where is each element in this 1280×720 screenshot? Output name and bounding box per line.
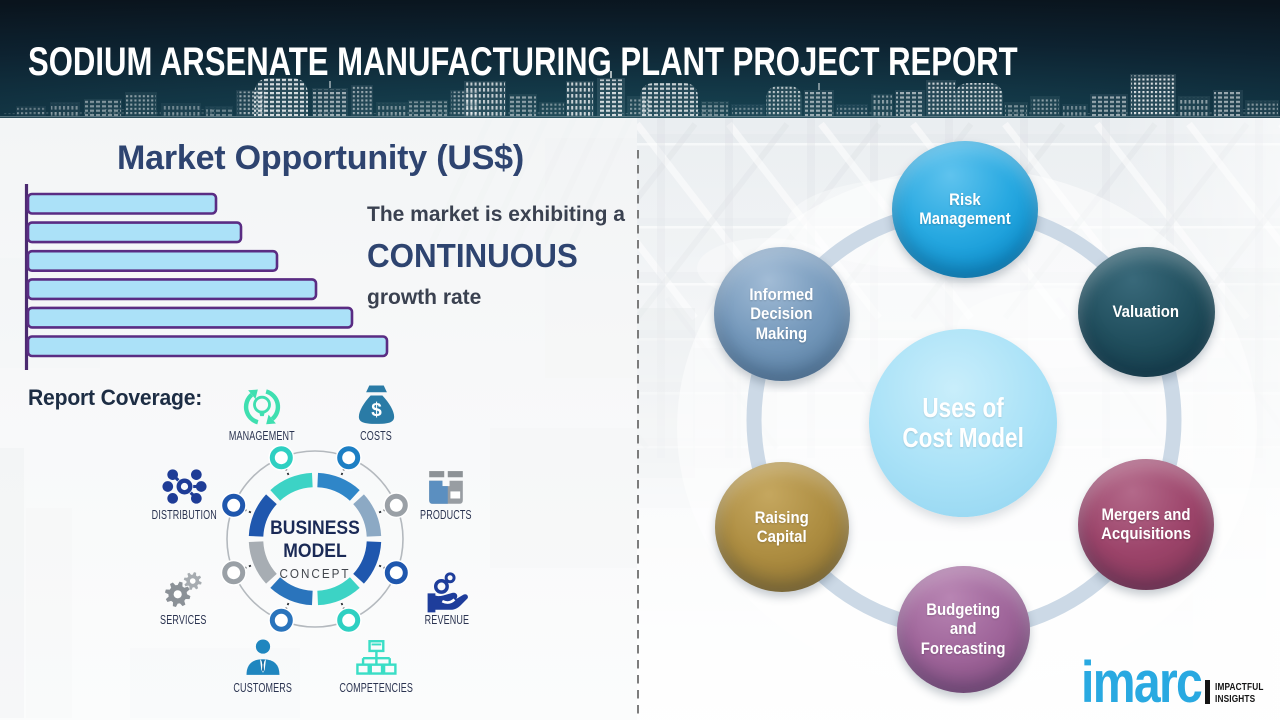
distribution-icon [161,469,207,504]
statement-line-2: CONTINUOUS [367,237,578,274]
management-icon [243,389,281,425]
cost-model-circle-valuation: Valuation [1077,247,1215,377]
coverage-item-competencies: COMPETENCIES [316,638,436,695]
business-model-title-line2: MODEL [283,540,347,562]
statement-line-3: growth rate [367,286,482,309]
customers-icon [246,639,280,675]
coverage-item-products: PRODUCTS [386,464,506,522]
coverage-label-services: SERVICES [159,613,207,627]
coverage-item-customers: CUSTOMERS [203,636,323,695]
statement-line-1: The market is exhibiting a [367,203,625,226]
business-model-ring [220,444,410,634]
business-model-center-text: BUSINESS MODEL CONCEPT [235,517,395,584]
revenue-icon [427,572,468,613]
report-coverage-heading: Report Coverage: [28,385,203,410]
products-icon [429,471,463,504]
market-opportunity-heading: Market Opportunity (US$) [117,139,525,177]
imarc-logo: imarc IMPACTFUL INSIGHTS [1081,650,1277,715]
cost-model-circle-mergers: Mergers and Acquisitions [1078,458,1214,590]
coverage-label-customers: CUSTOMERS [233,681,293,695]
bar [26,221,243,244]
business-model-subtitle: CONCEPT [279,566,351,581]
coverage-label-revenue: REVENUE [424,613,470,627]
competencies-icon [356,640,397,675]
market-bar-chart [24,184,389,370]
coverage-label-distribution: DISTRIBUTION [151,508,217,522]
imarc-logo-wordmark: imarc [1081,650,1203,715]
cost-model-circle-label: Raising Capital [754,507,810,547]
coverage-item-costs: $ COSTS [316,381,436,443]
cost-model-circle-raising: Raising Capital [715,462,849,592]
imarc-logo-tagline: IMPACTFUL INSIGHTS [1215,681,1277,705]
coverage-item-distribution: DISTRIBUTION [124,463,244,522]
coverage-label-competencies: COMPETENCIES [339,681,413,695]
imarc-tagline-line1: IMPACTFUL [1214,681,1264,693]
left-faint-background [0,118,637,718]
coverage-label-management: MANAGEMENT [229,429,295,443]
coverage-label-costs: COSTS [360,429,392,443]
market-statement: The market is exhibiting a CONTINUOUS gr… [367,203,637,310]
coverage-item-management: MANAGEMENT [202,383,322,443]
title-banner: SODIUM ARSENATE MANUFACTURING PLANT PROJ… [0,0,1280,118]
cost-model-circle-budgeting: Budgeting and Forecasting [896,565,1030,693]
coverage-item-services: SERVICES [123,566,243,627]
services-icon [164,572,202,608]
cost-model-circle-label: Valuation [1112,302,1180,322]
imarc-tagline-line2: INSIGHTS [1214,693,1256,705]
imarc-logo-divider-bar [1204,680,1210,704]
cost-model-circle-label: Mergers and Acquisitions [1101,504,1191,544]
cost-model-circle-label: Budgeting and Forecasting [920,599,1006,658]
city-skyline [0,71,1280,118]
bar [26,249,279,272]
bar [26,306,354,329]
coverage-item-revenue: REVENUE [387,570,507,627]
cost-model-circle-risk: Risk Management [892,140,1038,278]
cost-model-circle-informed: Informed Decision Making [713,247,850,381]
business-model-title-line1: BUSINESS [270,517,360,539]
coverage-label-products: PRODUCTS [420,508,472,522]
bar [26,192,218,215]
svg-text:$: $ [371,400,382,421]
cost-model-center-label: Uses of Cost Model [902,392,1024,453]
bar [26,278,318,301]
costs-icon: $ [358,385,394,424]
left-pane [0,118,637,720]
cost-model-center-circle: Uses of Cost Model [869,329,1057,517]
cost-model-circle-label: Risk Management [919,189,1011,229]
bar [26,335,389,358]
dashed-divider [637,150,639,720]
report-title: SODIUM ARSENATE MANUFACTURING PLANT PROJ… [28,40,1018,84]
cost-model-circle-label: Informed Decision Making [749,284,814,343]
